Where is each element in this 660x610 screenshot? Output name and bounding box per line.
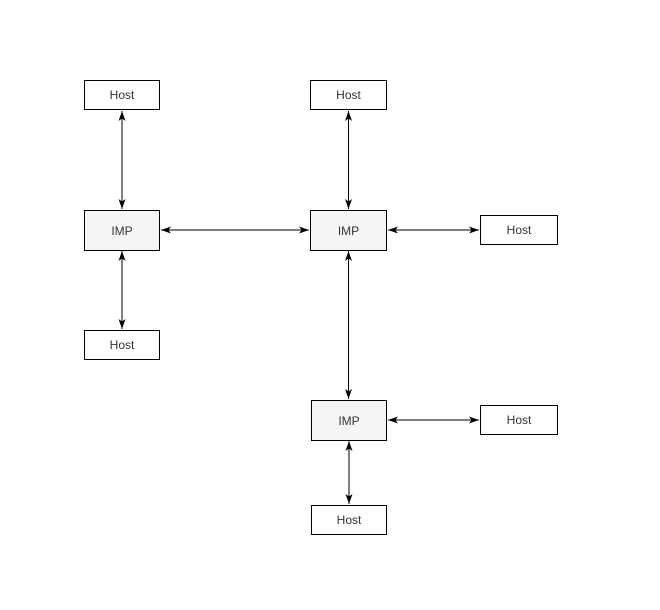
node-label: IMP bbox=[337, 223, 360, 238]
node-host-top-middle: Host bbox=[310, 80, 387, 110]
node-host-right-lower: Host bbox=[480, 405, 558, 435]
node-host-right: Host bbox=[480, 215, 558, 245]
node-label: Host bbox=[109, 338, 135, 352]
node-label: Host bbox=[109, 88, 135, 102]
node-imp-middle: IMP bbox=[310, 210, 387, 251]
node-label: Host bbox=[506, 223, 532, 237]
node-label: IMP bbox=[338, 413, 360, 428]
node-host-bottom: Host bbox=[311, 505, 387, 535]
node-label: Host bbox=[506, 413, 532, 427]
node-label: IMP bbox=[111, 223, 133, 238]
node-label: Host bbox=[336, 88, 361, 102]
node-imp-left: IMP bbox=[84, 210, 160, 251]
node-host-top-left: Host bbox=[84, 80, 160, 110]
node-host-left-lower: Host bbox=[84, 330, 160, 360]
node-label: Host bbox=[336, 513, 362, 527]
node-imp-lower: IMP bbox=[311, 400, 387, 441]
